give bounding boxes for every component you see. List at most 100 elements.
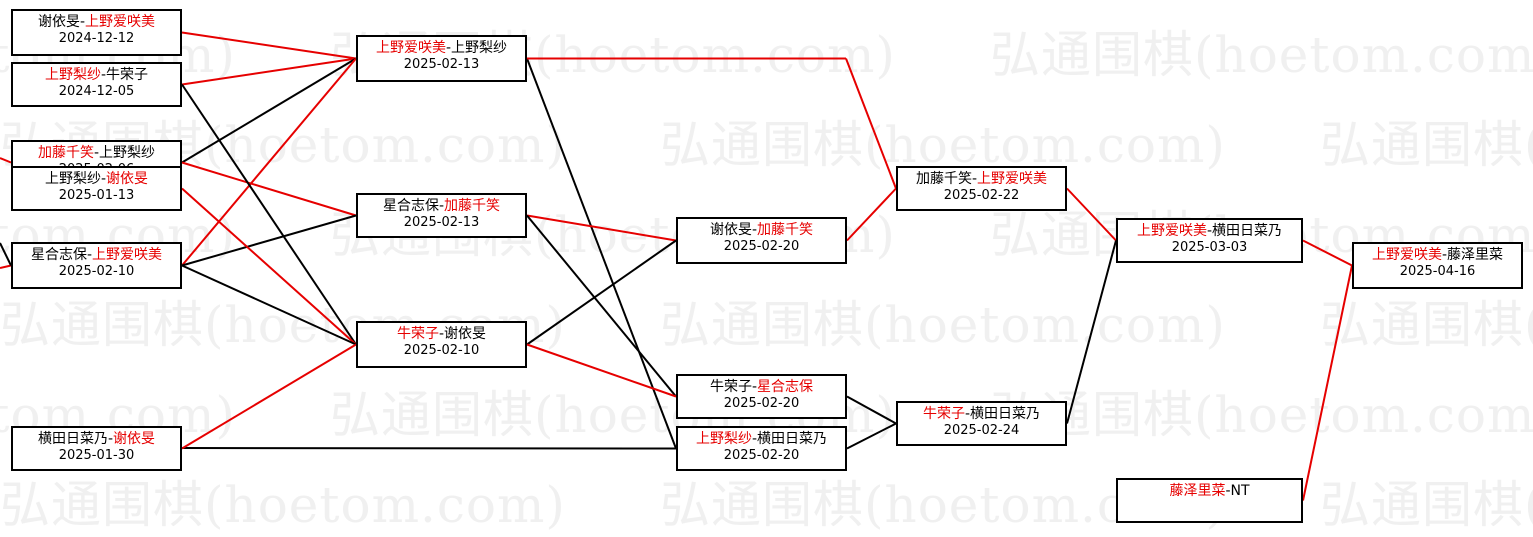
player-one-name: 横田日菜乃 <box>37 431 108 447</box>
match-players: 谢依旻-加藤千笑 <box>678 221 845 239</box>
player-separator: - <box>445 40 452 56</box>
winner-line <box>1066 187 1117 242</box>
winner-line <box>1302 239 1353 267</box>
match-date: 2024-12-12 <box>58 31 135 46</box>
player-two-name: 加藤千笑 <box>444 198 501 214</box>
match-date: 2025-04-16 <box>1399 264 1476 279</box>
player-two-name: 横田日菜乃 <box>970 406 1041 422</box>
player-one-name: 星合志保 <box>382 198 439 214</box>
match-date: 2025-02-24 <box>943 423 1020 438</box>
player-separator: - <box>93 145 100 161</box>
match-players: 加藤千笑-上野爱咲美 <box>898 170 1065 188</box>
player-two-name: NT <box>1230 483 1250 499</box>
match-players: 牛荣子-星合志保 <box>678 378 845 396</box>
loser-line <box>181 264 357 346</box>
winner-line <box>1302 265 1353 501</box>
player-two-name: 谢依旻 <box>106 171 149 187</box>
player-two-name: 横田日菜乃 <box>1212 223 1283 239</box>
player-separator: - <box>1225 483 1231 499</box>
match-date: 2025-01-13 <box>58 188 135 203</box>
winner-line <box>526 214 677 242</box>
player-one-name: 上野梨纱 <box>44 171 101 187</box>
loser-line <box>846 395 897 425</box>
player-one-name: 上野梨纱 <box>44 67 101 83</box>
loser-line <box>526 214 677 398</box>
winner-line <box>181 57 357 267</box>
player-separator: - <box>751 379 758 395</box>
player-two-name: 星合志保 <box>757 379 814 395</box>
player-two-name: 上野梨纱 <box>451 40 508 56</box>
player-one-name: 星合志保 <box>30 247 87 263</box>
player-one-name: 上野爱咲美 <box>375 40 446 56</box>
loser-line <box>0 242 12 266</box>
match-date: 2025-02-22 <box>943 188 1020 203</box>
player-two-name: 藤泽里菜 <box>1447 247 1504 263</box>
player-two-name: 上野梨纱 <box>99 145 156 161</box>
winner-line <box>526 343 677 398</box>
player-separator: - <box>100 171 107 187</box>
loser-line <box>526 58 677 449</box>
player-one-name: 藤泽里菜 <box>1169 483 1226 499</box>
player-two-name: 牛荣子 <box>106 67 149 83</box>
match-players: 上野爱咲美-横田日菜乃 <box>1118 222 1301 240</box>
loser-line <box>181 447 677 450</box>
match-players: 上野爱咲美-藤泽里菜 <box>1354 246 1521 264</box>
match-date: 2025-02-10 <box>58 264 135 279</box>
loser-line <box>1066 240 1117 424</box>
match-players: 横田日菜乃-谢依旻 <box>13 430 180 448</box>
loser-line <box>526 239 677 346</box>
player-one-name: 上野梨纱 <box>695 431 752 447</box>
match-players: 星合志保-上野爱咲美 <box>13 246 180 264</box>
player-separator: - <box>79 14 86 30</box>
player-separator: - <box>971 171 978 187</box>
winner-line <box>181 31 357 60</box>
match-date: 2025-03-03 <box>1171 240 1248 255</box>
winner-line <box>181 343 357 450</box>
player-two-name: 谢依旻 <box>444 326 487 342</box>
match-players: 牛荣子-谢依旻 <box>358 325 525 343</box>
player-one-name: 加藤千笑 <box>915 171 972 187</box>
player-separator: - <box>1206 223 1213 239</box>
player-one-name: 牛荣子 <box>709 379 752 395</box>
player-separator: - <box>100 67 107 83</box>
player-two-name: 谢依旻 <box>113 431 156 447</box>
player-one-name: 上野爱咲美 <box>1371 247 1442 263</box>
match-date: 2025-02-13 <box>403 215 480 230</box>
match-box[interactable]: 藤泽里菜-NT <box>1116 478 1303 523</box>
player-one-name: 谢依旻 <box>37 14 80 30</box>
player-one-name: 加藤千笑 <box>37 145 94 161</box>
winner-line <box>181 161 357 217</box>
loser-line <box>181 57 357 164</box>
player-two-name: 横田日菜乃 <box>757 431 828 447</box>
match-players: 上野梨纱-横田日菜乃 <box>678 430 845 448</box>
winner-line <box>0 264 12 269</box>
match-players: 上野梨纱-牛荣子 <box>13 66 180 84</box>
loser-line <box>181 83 357 346</box>
player-one-name: 牛荣子 <box>922 406 965 422</box>
winner-line <box>181 187 357 346</box>
match-date: 2025-02-20 <box>723 396 800 411</box>
match-players: 上野梨纱-谢依旻 <box>13 170 180 188</box>
winner-line <box>181 57 357 86</box>
player-separator: - <box>86 247 93 263</box>
player-separator: - <box>964 406 971 422</box>
winner-line <box>846 187 897 242</box>
winner-line <box>845 58 897 189</box>
winner-line <box>0 157 12 164</box>
